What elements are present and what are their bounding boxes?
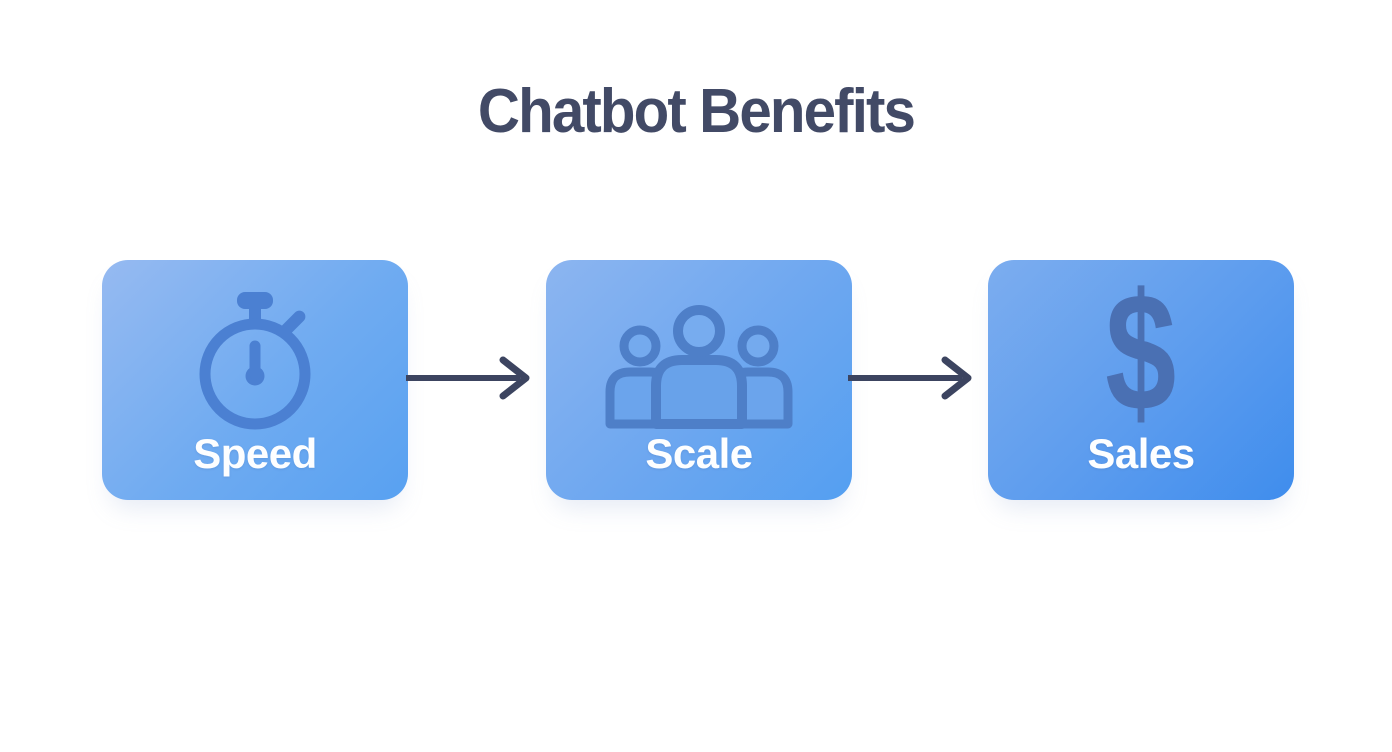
people-icon [546, 304, 852, 430]
page-title: Chatbot Benefits [477, 77, 916, 146]
benefit-card-speed: Speed [102, 260, 408, 500]
dollar-sign-icon: $ [988, 258, 1294, 446]
card-label-scale: Scale [645, 430, 753, 477]
card-label-speed: Speed [193, 430, 317, 477]
benefit-card-scale: Scale [546, 260, 852, 500]
benefit-card-sales: $ Sales [988, 260, 1294, 500]
dollar-glyph: $ [1105, 258, 1177, 446]
flow-arrow-right-2 [848, 356, 972, 400]
stopwatch-icon [102, 290, 408, 432]
card-label-sales: Sales [1087, 430, 1195, 477]
flow-arrow-right-1 [406, 356, 530, 400]
